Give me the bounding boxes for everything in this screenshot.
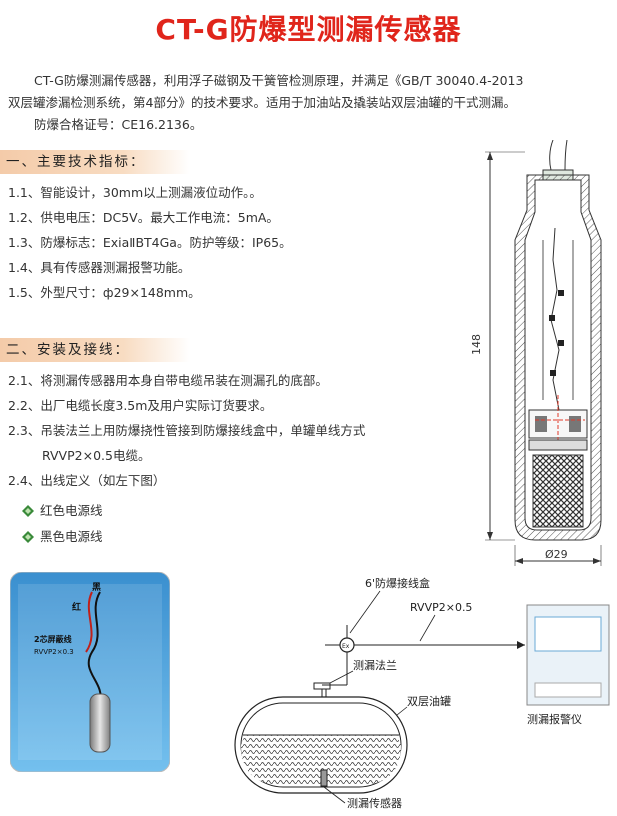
tech-item: 1.2、供电电压：DC5V。最大工作电流：5mA。 (8, 210, 279, 225)
sensor-label: 测漏传感器 (347, 797, 402, 810)
diamond-bullet-icon (22, 505, 34, 517)
wire-black-label: 黑色电源线 (40, 529, 103, 544)
wire-legend-item: 红色电源线 (22, 498, 103, 524)
photo-label-black: 黑 (92, 582, 101, 593)
tech-item: 1.3、防爆标志：ExiaⅡBT4Ga。防护等级：IP65。 (8, 235, 292, 250)
intro-line-2: 双层罐渗漏检测系统，第4部分》的技术要求。适用于加油站及撬装站双层油罐的干式测漏… (8, 95, 516, 110)
install-item: 2.2、出厂电缆长度3.5m及用户实际订货要求。 (8, 398, 273, 413)
wire-red-label: 红色电源线 (40, 503, 103, 518)
junction-box-label: 6'防爆接线盒 (365, 576, 430, 590)
intro-line-1: CT-G防爆测漏传感器，利用浮子磁钢及干簧管检测原理，并满足《GB/T 3004… (34, 73, 524, 88)
install-item: 2.3、吊装法兰上用防爆挠性管接到防爆接线盒中，单罐单线方式 (8, 423, 366, 438)
tech-item: 1.4、具有传感器测漏报警功能。 (8, 260, 191, 275)
system-diagram: Ex 6'防爆接线盒 RVVP2×0.5 测漏法兰 双层油罐 测漏传感器 测漏报… (234, 576, 610, 810)
flange-label: 测漏法兰 (353, 658, 397, 672)
cable-label: RVVP2×0.5 (410, 601, 472, 614)
install-list: 2.1、将测漏传感器用本身自带电缆吊装在测漏孔的底部。 2.2、出厂电缆长度3.… (8, 368, 365, 493)
photo-cable-spec: RVVP2×0.3 (34, 648, 74, 656)
ex-mark: Ex (342, 643, 350, 650)
tech-item: 1.5、外型尺寸：ф29×148mm。 (8, 285, 201, 300)
photo-label-red: 红 (72, 601, 81, 613)
tech-item: 1.1、智能设计，30mm以上测漏液位动作。。 (8, 185, 262, 200)
section-tech-header: 一、主要技术指标： (0, 150, 190, 174)
sensor-drawing: 148 Ø29 (470, 140, 602, 566)
wire-legend: 红色电源线 黑色电源线 (22, 498, 103, 550)
install-item: RVVP2×0.5电缆。 (42, 448, 151, 463)
section-install-header: 二、安装及接线： (0, 338, 190, 362)
sensor-photo: 黑 红 2芯屏蔽线 RVVP2×0.3 (10, 572, 170, 772)
page-title: CT-G防爆型测漏传感器 (155, 13, 462, 46)
install-item: 2.1、将测漏传感器用本身自带电缆吊装在测漏孔的底部。 (8, 373, 328, 388)
intro-text: CT-G防爆测漏传感器，利用浮子磁钢及干簧管检测原理，并满足《GB/T 3004… (8, 70, 610, 136)
tech-list: 1.1、智能设计，30mm以上测漏液位动作。。 1.2、供电电压：DC5V。最大… (8, 180, 292, 305)
diameter-dimension: Ø29 (545, 548, 568, 561)
tank-label: 双层油罐 (407, 694, 451, 708)
intro-line-3: 防爆合格证号：CE16.2136。 (34, 117, 203, 132)
install-item: 2.4、出线定义（如左下图） (8, 473, 166, 488)
diamond-bullet-icon (22, 531, 34, 543)
height-dimension: 148 (470, 334, 483, 355)
wire-legend-item: 黑色电源线 (22, 524, 103, 550)
alarm-label: 测漏报警仪 (527, 712, 582, 726)
photo-cable-title: 2芯屏蔽线 (34, 634, 72, 644)
